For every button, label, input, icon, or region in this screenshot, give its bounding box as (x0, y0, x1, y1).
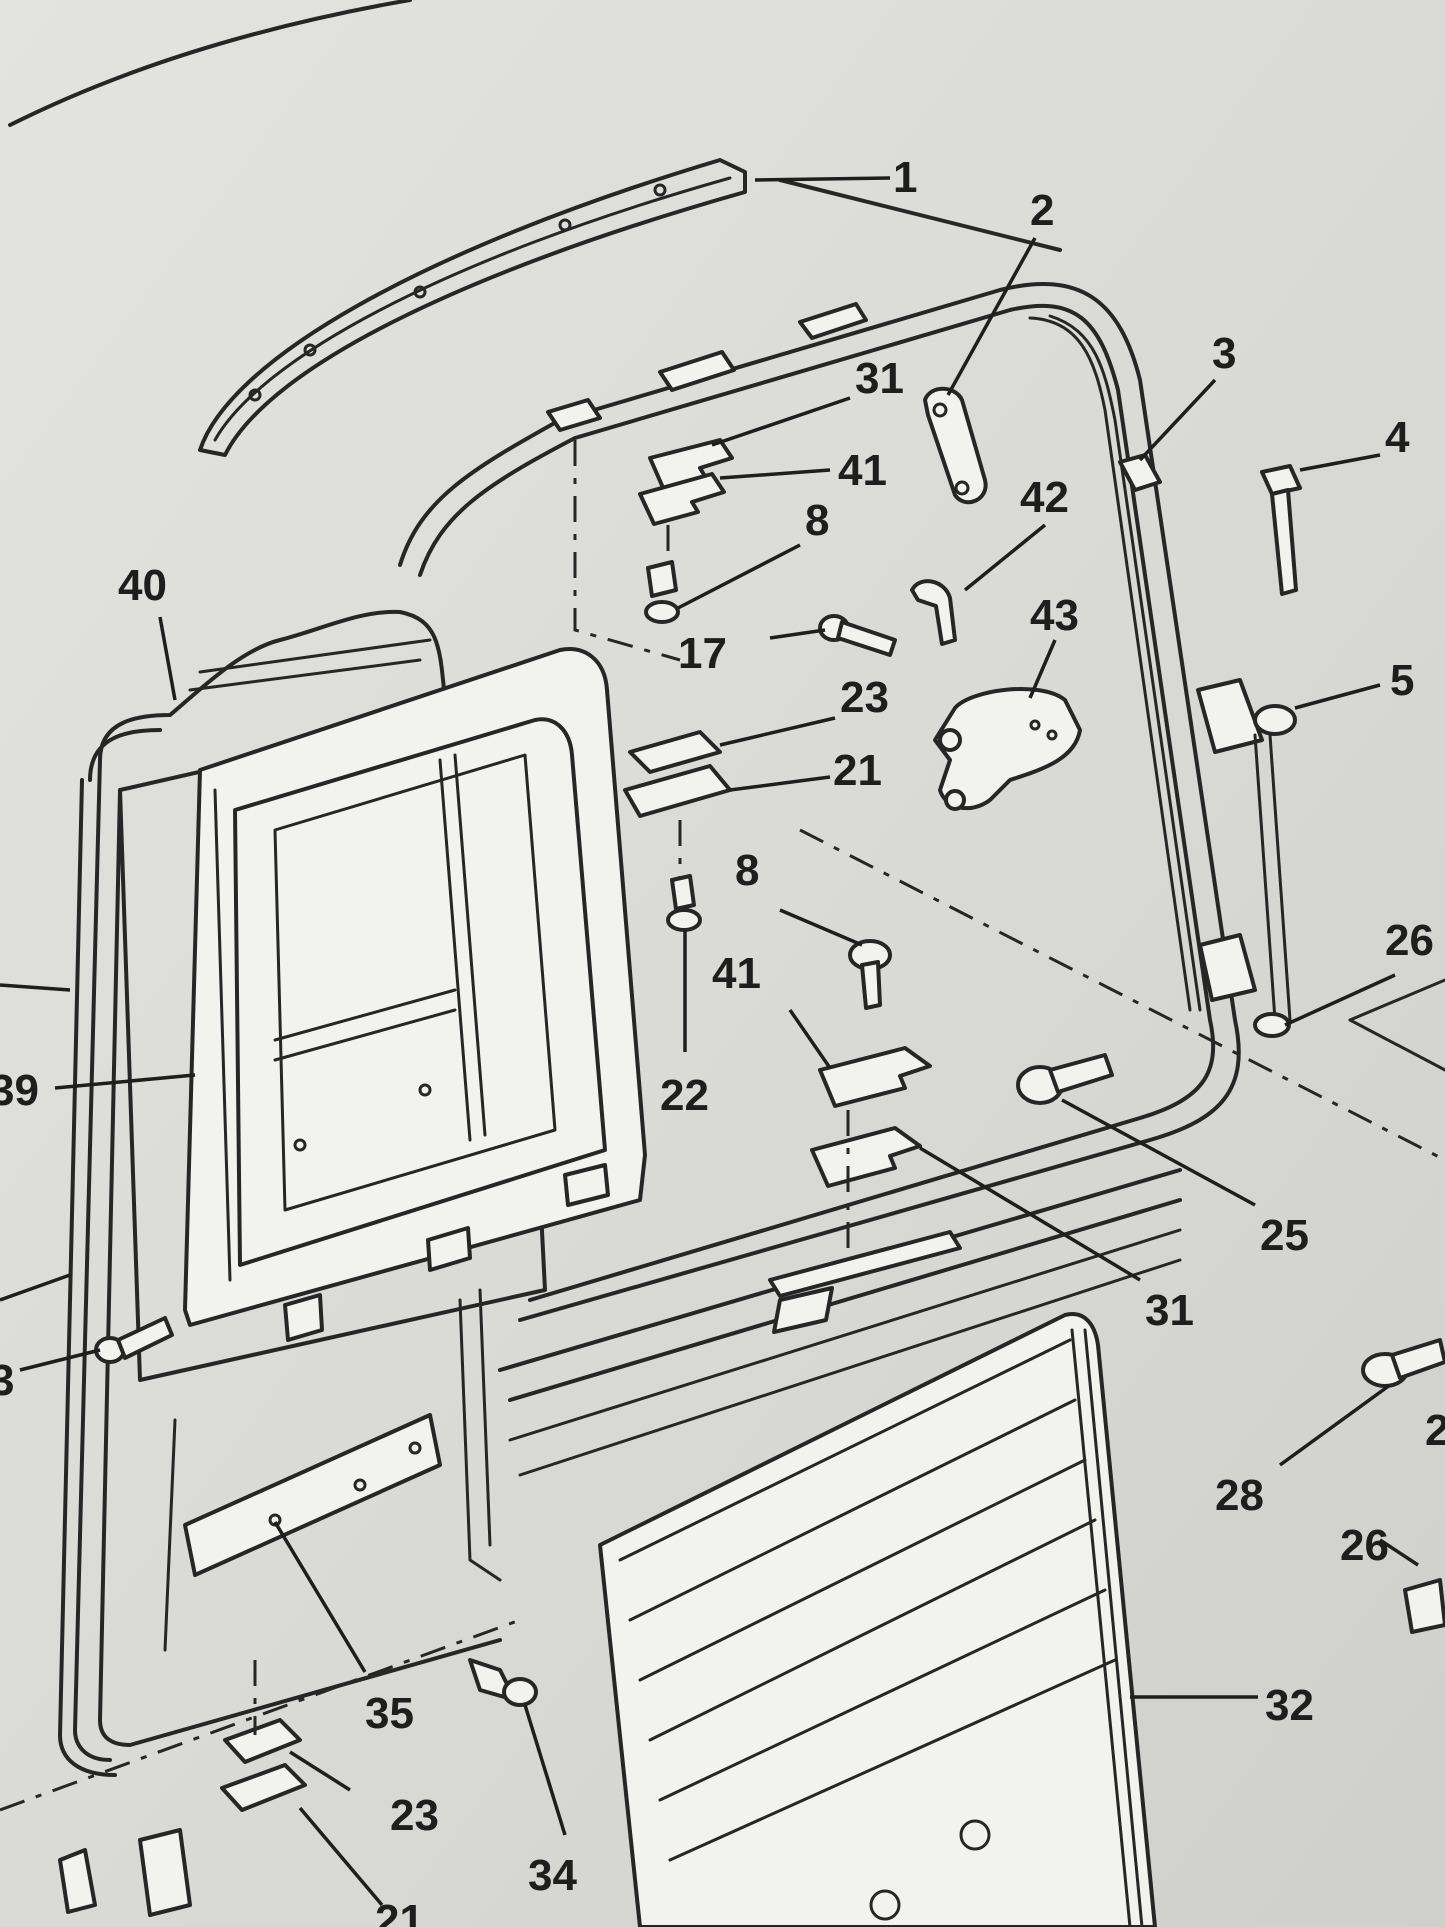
hinge-body-part-43 (933, 687, 1082, 811)
centerline-lower-left (0, 1618, 521, 1812)
middle-bracket-stack (623, 730, 732, 880)
callout-2-right: 2 (1425, 1406, 1445, 1455)
callout-22: 22 (660, 1071, 709, 1120)
pin-part-42 (910, 579, 957, 646)
callout-2: 2 (1030, 186, 1054, 235)
callout-31-lower: 31 (1145, 1286, 1194, 1335)
callout-21-middle: 21 (833, 746, 882, 795)
header-pads (546, 302, 868, 432)
callout-23-middle: 23 (840, 673, 889, 722)
hinge-plate-part-26 (1198, 933, 1291, 1038)
page-border-line (8, 0, 412, 127)
upper-bracket-stack (638, 438, 734, 624)
fastener-part-28 (1361, 1338, 1445, 1388)
callout-23-lower: 23 (390, 1791, 439, 1840)
callout-26-upper: 26 (1385, 916, 1434, 965)
bumper-part-25 (1016, 1053, 1114, 1105)
trim-strip-part-35 (183, 1413, 442, 1577)
callout-4: 4 (1385, 413, 1410, 462)
callout-3: 3 (1212, 329, 1236, 378)
bottom-bracket-stack (58, 1660, 307, 1917)
callout-39: 39 (0, 1066, 39, 1115)
callout-41-lower: 41 (712, 949, 761, 998)
callout-43: 43 (1030, 591, 1079, 640)
bolt-part-4 (1260, 464, 1302, 596)
callout-35: 35 (365, 1689, 414, 1738)
weatherstrip-part-40 (58, 609, 452, 1777)
leader-lines (0, 176, 1419, 1907)
callout-8-lower: 8 (735, 846, 759, 895)
bolt-part-8-lower (848, 939, 892, 1010)
centerline-upper (573, 440, 681, 662)
centerline-main (799, 828, 1445, 1162)
door-channel (458, 1298, 502, 1582)
screw-part-34 (468, 1658, 538, 1707)
callout-3-left: 3 (0, 1356, 14, 1405)
callout-26-lower: 26 (1340, 1521, 1389, 1570)
callout-41-upper: 41 (838, 446, 887, 495)
interior-panel-part-32 (598, 1312, 1157, 1927)
callout-28: 28 (1215, 1471, 1264, 1520)
callout-1: 1 (893, 153, 917, 202)
window-frame-part-39 (183, 647, 647, 1342)
screw-part-3-left (94, 1316, 174, 1364)
callout-40: 40 (118, 561, 167, 610)
callout-17: 17 (678, 629, 727, 678)
callout-32: 32 (1265, 1681, 1314, 1730)
stud-part-17 (818, 614, 897, 657)
hinge-strap-part-2 (923, 386, 988, 505)
callout-labels: 1 2 3 4 31 41 42 8 17 43 23 5 21 40 8 26… (0, 153, 1445, 1927)
callout-21-lower: 21 (375, 1896, 424, 1927)
callout-25: 25 (1260, 1211, 1309, 1260)
callout-31-upper: 31 (855, 354, 904, 403)
callout-8-upper: 8 (805, 496, 829, 545)
centerline-right (1348, 978, 1445, 1022)
callout-34: 34 (528, 1851, 577, 1900)
hinge-plate-part-5 (1196, 678, 1297, 1022)
door-channel-2 (478, 1288, 492, 1547)
lower-bracket-stack (768, 1046, 962, 1334)
roof-rail-part (198, 158, 747, 457)
callout-42: 42 (1020, 473, 1069, 522)
fastener-part-26-right (1403, 1578, 1445, 1634)
callout-5: 5 (1390, 656, 1414, 705)
centerline-right-2 (1348, 1018, 1445, 1072)
clip-part-3 (1118, 453, 1162, 492)
